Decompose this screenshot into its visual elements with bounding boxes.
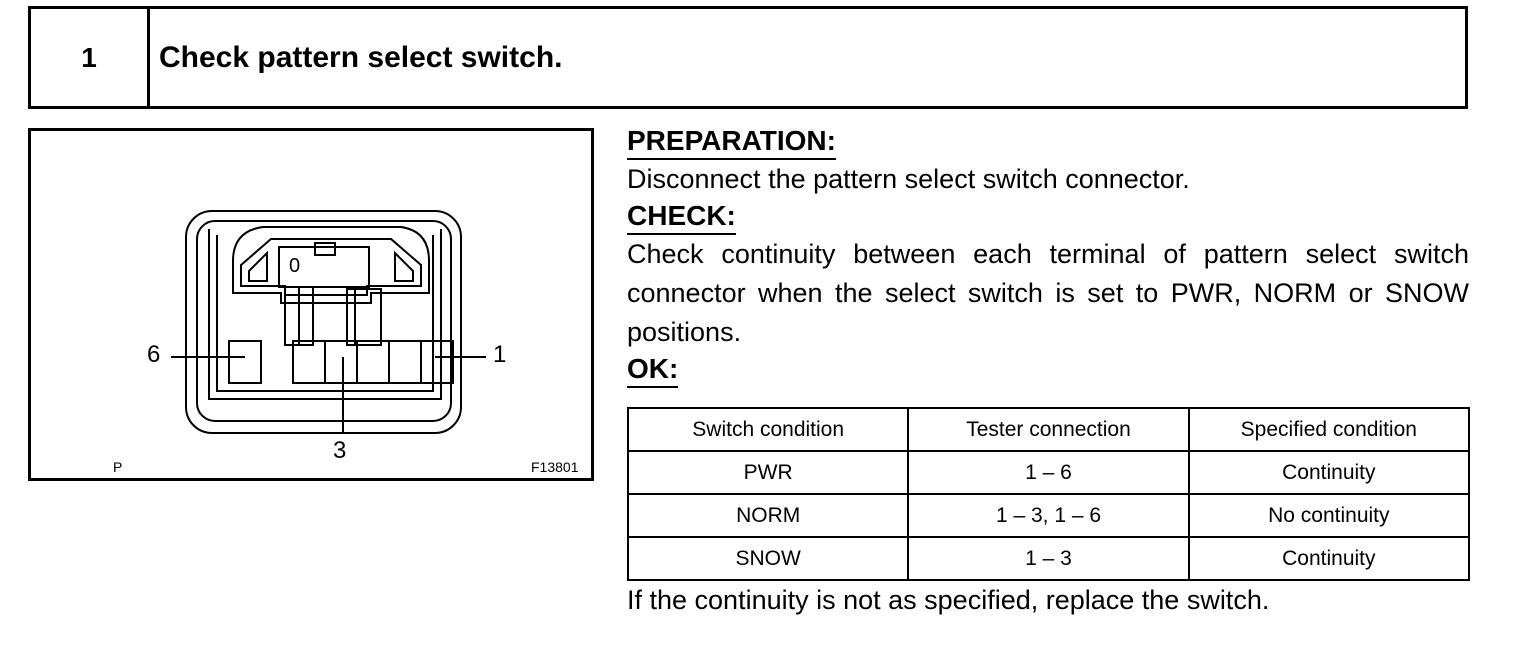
table-row: NORM 1 – 3, 1 – 6 No continuity — [626, 493, 1471, 538]
step-title: Check pattern select switch. — [159, 40, 563, 74]
preparation-heading: PREPARATION: — [627, 124, 836, 160]
pin-label-0: 0 — [289, 255, 301, 277]
pin-label-6: 6 — [147, 341, 161, 368]
key-block — [278, 246, 370, 288]
figure-corner-label: P — [113, 459, 123, 475]
terminal-5 — [292, 340, 326, 384]
table-row: SNOW 1 – 3 Continuity — [626, 536, 1471, 581]
top-tab — [314, 242, 336, 256]
cell-specified: Continuity — [1187, 536, 1471, 581]
header-specified-condition: Specified condition — [1187, 407, 1471, 452]
connector-figure: 6 1 3 0 P F13801 — [28, 128, 594, 481]
latch-left — [248, 250, 268, 282]
latch-frame — [232, 226, 430, 304]
cell-tester: 1 – 6 — [907, 450, 1190, 495]
pin-label-3: 3 — [333, 437, 347, 464]
cell-switch: SNOW — [626, 536, 910, 581]
table-row: PWR 1 – 6 Continuity — [626, 450, 1471, 495]
ok-heading: OK: — [627, 352, 679, 388]
cell-specified: Continuity — [1187, 450, 1471, 495]
step-number: 1 — [31, 9, 150, 106]
connector-housing-inner — [196, 220, 452, 422]
latch-right — [394, 250, 414, 282]
cell-tester: 1 – 3 — [907, 536, 1190, 581]
guide-right — [346, 288, 382, 346]
step-header: 1 Check pattern select switch. — [28, 6, 1468, 109]
preparation-text: Disconnect the pattern select switch con… — [627, 164, 1190, 194]
pin-label-1: 1 — [493, 341, 507, 368]
cell-specified: No continuity — [1187, 493, 1471, 538]
terminal-2 — [388, 340, 422, 384]
terminal-3 — [356, 340, 390, 384]
connector-housing — [185, 210, 462, 434]
header-switch-condition: Switch condition — [626, 407, 910, 452]
header-tester-connection: Tester connection — [907, 407, 1190, 452]
instructions: PREPARATION: Disconnect the pattern sele… — [627, 124, 1469, 388]
connector-cavity-inner — [216, 235, 434, 392]
cell-switch: PWR — [626, 450, 910, 495]
footer-note: If the continuity is not as specified, r… — [627, 585, 1270, 615]
terminal-6 — [228, 340, 262, 384]
terminal-1 — [420, 340, 454, 384]
continuity-table: Switch condition Tester connection Speci… — [626, 407, 1471, 581]
table-header-row: Switch condition Tester connection Speci… — [626, 407, 1471, 452]
cell-switch: NORM — [626, 493, 910, 538]
terminal-4 — [324, 340, 358, 384]
connector-drawing — [171, 210, 486, 434]
cell-tester: 1 – 3, 1 – 6 — [907, 493, 1190, 538]
figure-id: F13801 — [531, 459, 579, 475]
check-text: Check continuity between each terminal o… — [627, 239, 1469, 347]
check-heading: CHECK: — [627, 199, 736, 235]
connector-cavity — [208, 229, 442, 400]
